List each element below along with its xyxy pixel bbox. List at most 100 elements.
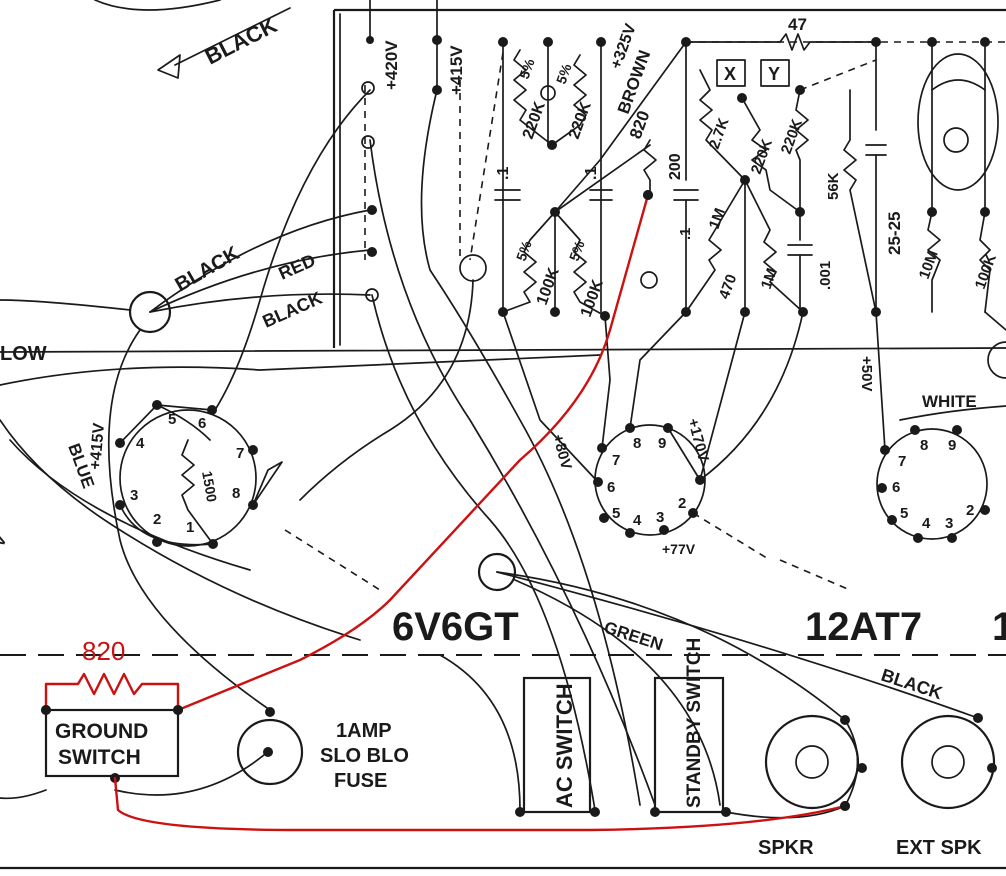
noval-b-pin-9: 9 [948,437,956,454]
tolerance-label-1: 5% [516,56,538,81]
component-label-y: Y [768,64,780,84]
noval-b-pin-8: 8 [920,437,928,454]
ac-switch-label: AC SWITCH [552,683,577,808]
octal-pin-6: 6 [198,415,206,432]
noval-a-pin-8: 8 [633,435,641,452]
voltage-label-415-top: +415V [447,45,466,95]
cap-label-01-a: .1 [495,167,512,180]
ext-spkr-label: EXT SPK [896,837,982,859]
noval-a-pin-2: 2 [678,495,686,512]
fuse-label-2: SLO BLO [320,745,409,767]
noval-b-pin-5: 5 [900,505,908,522]
component-board: 47 220K 5% 5% 220K +325V 100K 100K 5% 5% [494,15,1006,321]
voltage-label-50: +50V [858,356,875,391]
spkr-label: SPKR [758,837,814,859]
ground-switch: GROUND SWITCH [0,705,271,800]
voltage-label-415-socket: +415V [87,422,108,470]
octal-pin-8: 8 [232,485,240,502]
grommet-mid [459,254,487,282]
resistor-label-100k-3: 100K [972,252,1000,292]
noval-a-pin-5: 5 [612,505,620,522]
mod-wire-to-spkr [113,776,847,832]
tube-label-12at7: 12AT7 [805,605,922,649]
noval-b-pin-2: 2 [966,502,974,519]
fuse-label-3: FUSE [334,770,387,792]
octal-pin-4: 4 [136,435,145,452]
wire-label-white: WHITE [922,392,977,411]
noval-b-pin-6: 6 [892,479,900,496]
ac-switch: AC SWITCH [515,676,600,817]
component-box-y [760,59,790,87]
noval-b-pin-3: 3 [945,515,953,532]
voltage-label-420: +420V [382,40,401,90]
mod-resistor-label: 820 [82,636,125,666]
terminal-strip-left: +420V +415V [361,0,466,302]
tolerance-label-3: 5% [513,238,535,263]
noval-a-pin-9: 9 [658,435,666,452]
voltage-label-80: +80V [549,433,575,472]
voltage-label-left: V [0,532,11,550]
resistor-label-220k-3: 220K [748,137,776,177]
resistor-label-1m-1: 1M [706,206,729,231]
noval-a-pin-4: 4 [633,512,642,529]
standby-switch-label: STANDBY SWITCH [684,638,705,808]
black-lead-arrow: BLACK [157,7,291,79]
noval-a-pin-7: 7 [612,452,620,469]
grommet-left [128,290,172,334]
cap-label-1-mid: .1 [677,227,694,240]
ground-switch-line-2: SWITCH [58,746,141,769]
resistor-label-220k-4: 220K [778,117,806,157]
socket-6v6gt: 4 5 6 7 8 1 2 3 1500 +415V [87,400,283,549]
ext-spkr-jack [900,714,996,810]
wire-label-green: GREEN [602,618,665,655]
mod-resistor-820 [44,672,180,712]
standby-switch: STANDBY SWITCH [650,638,731,817]
octal-pin-7: 7 [236,445,244,462]
red-modification: 820 [41,190,850,832]
octal-pin-2: 2 [153,511,161,528]
resistor-label-1m-2: 1M [758,266,781,291]
wire-label-red: RED [275,250,318,284]
voltage-label-77: +77V [662,541,696,557]
wire-label-low: LOW [0,343,47,365]
resistor-label-1500: 1500 [199,470,220,504]
panel-wiring: GREEN BLACK [284,529,979,811]
wire-label-black-top: BLACK [201,12,281,69]
resistor-label-470: 470 [716,272,741,301]
resistor-label-220k-1: 220K [520,99,549,141]
noval-a-pin-3: 3 [656,509,664,526]
ground-switch-line-1: GROUND [55,720,148,743]
resistor-label-220k-2: 220K [566,99,595,141]
fuse-label-1: 1AMP [336,720,392,742]
tube-labels: 6V6GT 12AT7 1 [392,605,1006,649]
tolerance-label-4: 5% [566,238,588,263]
tube-label-partial: 1 [992,605,1006,649]
resistor-label-56k: 56K [825,172,842,200]
noval-a-pin-6: 6 [607,479,615,496]
cap-label-001: .001 [817,261,834,290]
resistor-label-100k-1: 100K [534,265,563,307]
speaker-jacks: SPKR EXT SPK [725,713,997,859]
octal-pin-1: 1 [186,519,194,536]
spkr-jack [764,714,860,810]
noval-b-pin-7: 7 [898,453,906,470]
wire-label-black-bottom: BLACK [879,665,945,703]
socket-right: WHITE 7 8 9 6 5 4 3 2 +50V [858,311,1006,543]
cap-label-200: 200 [667,153,684,180]
octal-pin-3: 3 [130,487,138,504]
component-label-x: X [724,64,736,84]
tube-sketch [917,53,999,191]
socket-12at7: 7 8 9 6 5 4 3 2 +80V +170V +77V [502,311,804,561]
resistor-label-47: 47 [788,15,807,34]
resistor-label-27k: 2.7K [706,116,733,152]
cap-label-25-25: 25-25 [885,212,904,255]
octal-pin-5: 5 [168,411,176,428]
component-box-x [716,59,746,87]
noval-b-pin-4: 4 [922,515,931,532]
fuse-holder: 1AMP SLO BLO FUSE [236,707,409,792]
tube-label-6v6gt: 6V6GT [392,605,519,649]
grommet-lower [477,552,517,592]
mod-wire-to-brown [176,193,650,712]
